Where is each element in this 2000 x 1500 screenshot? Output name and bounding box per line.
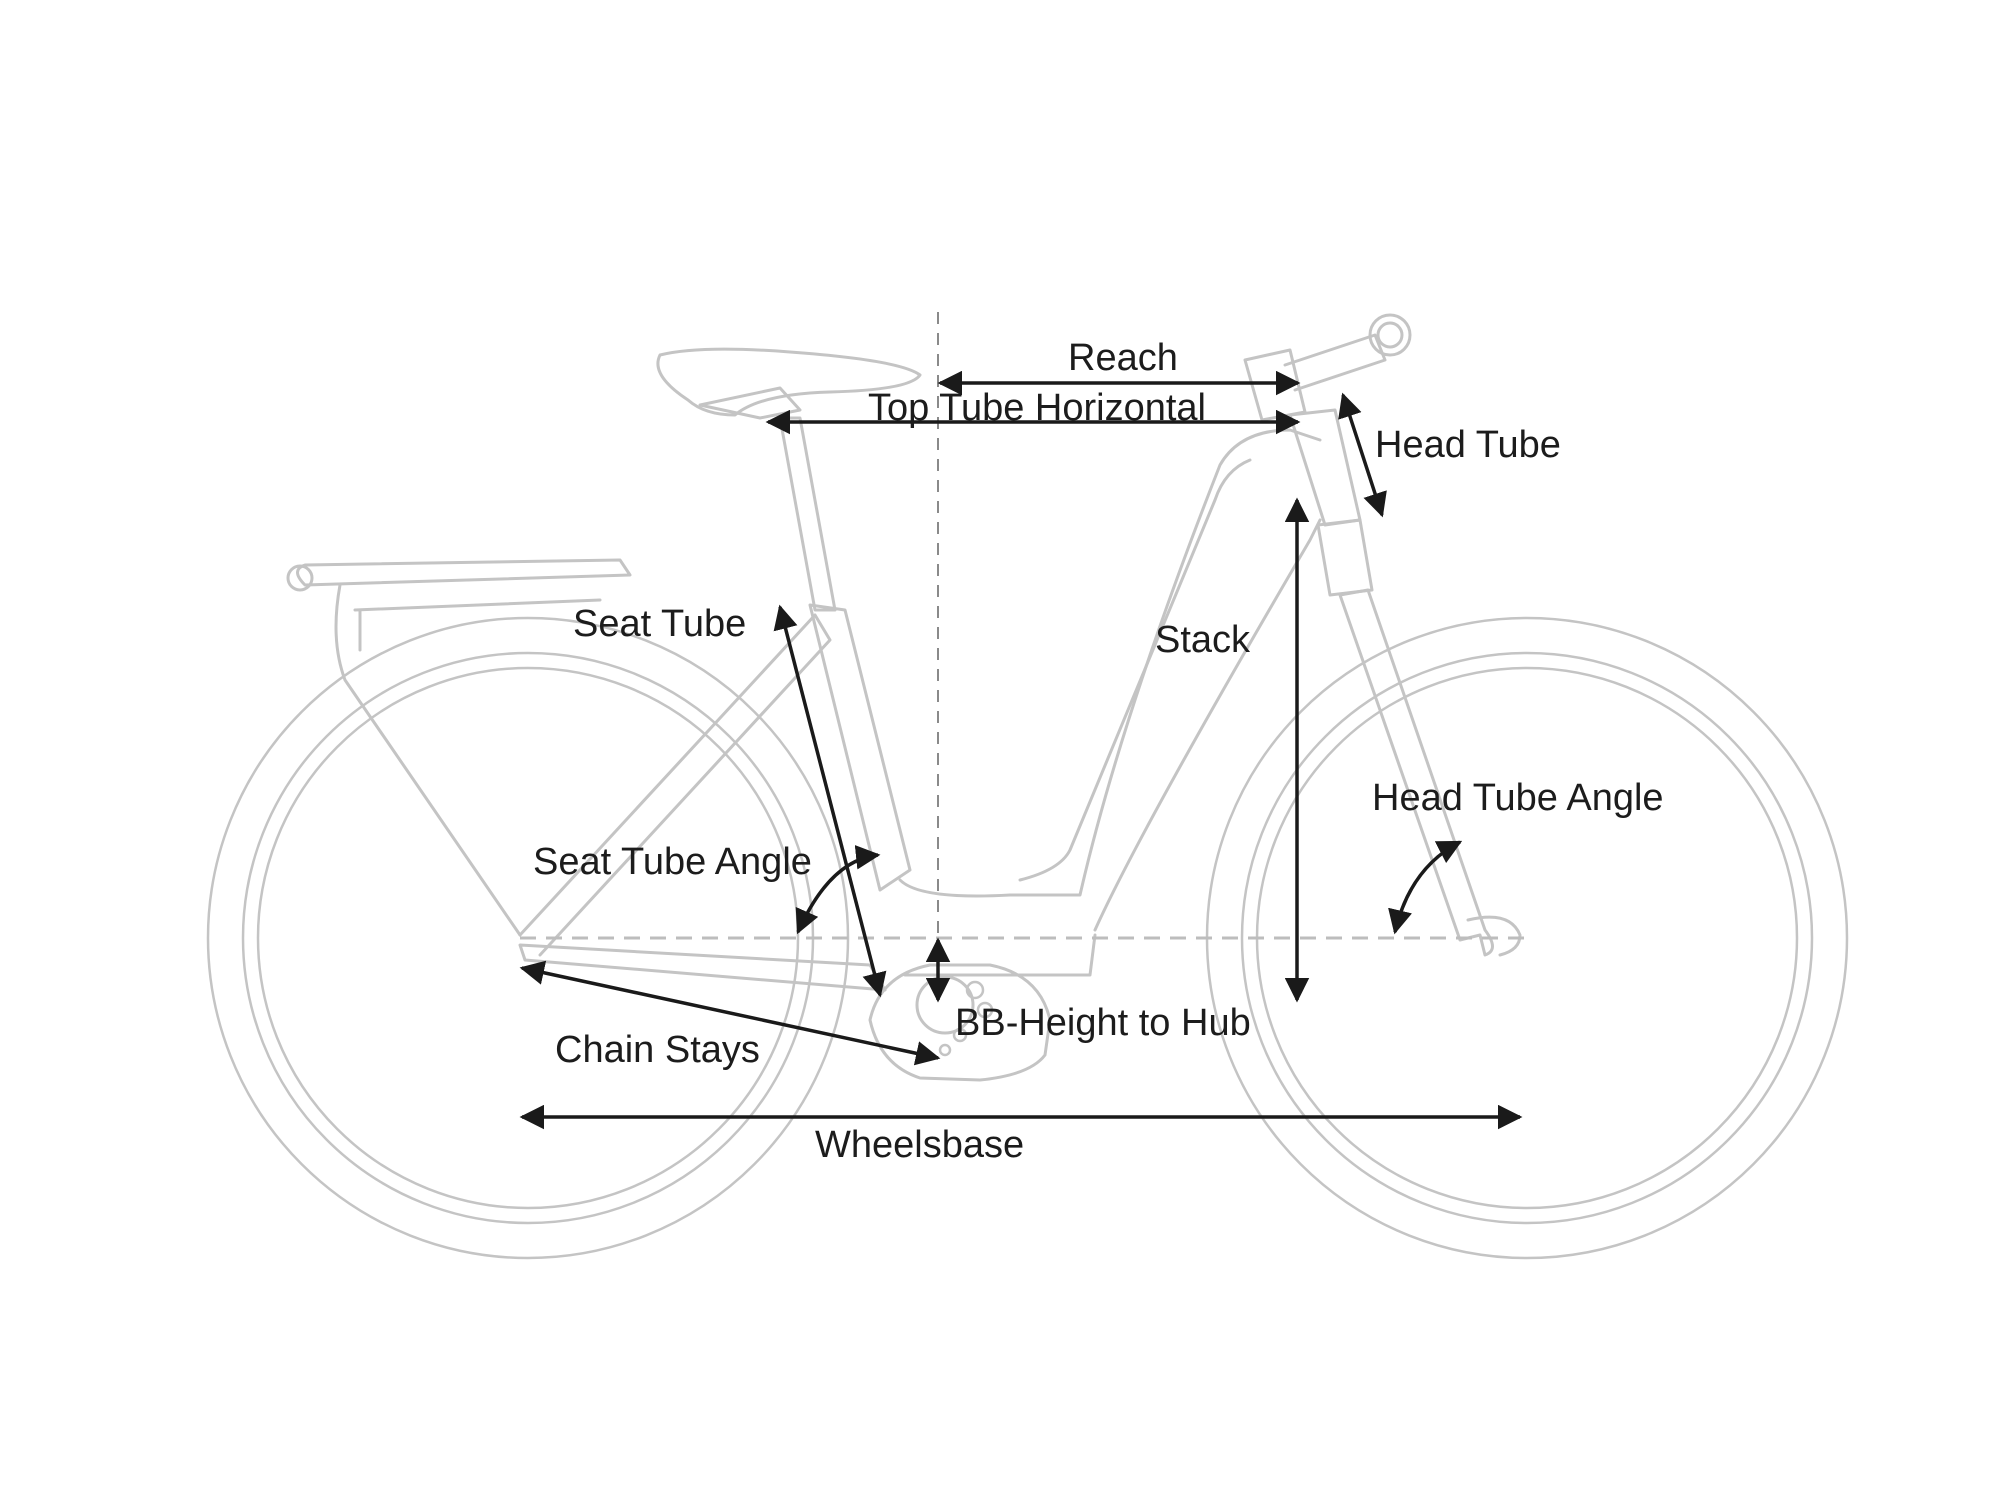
chain-stays-arrow	[519, 960, 941, 1066]
head-tube-label: Head Tube	[1375, 424, 1561, 466]
head-tube-angle-arrow	[1388, 840, 1463, 935]
dimension-labels: Reach Top Tube Horizontal Head Tube Seat…	[533, 337, 1664, 1166]
top-tube-horizontal-label: Top Tube Horizontal	[868, 387, 1206, 429]
stack-label: Stack	[1155, 619, 1251, 661]
bike-illustration	[206, 313, 1849, 1260]
seat-tube-angle-arrow	[795, 845, 881, 935]
head-tube-arrow	[1338, 392, 1387, 518]
chain-stays-label: Chain Stays	[555, 1029, 760, 1071]
seatpost	[778, 416, 837, 612]
handlebar	[1243, 313, 1412, 422]
wheelbase-label: Wheelsbase	[815, 1124, 1024, 1166]
frame	[518, 428, 1322, 1082]
head-tube-angle-label: Head Tube Angle	[1372, 777, 1664, 819]
reach-label: Reach	[1068, 337, 1178, 379]
seat-tube-label: Seat Tube	[573, 603, 746, 645]
seat-tube-angle-label: Seat Tube Angle	[533, 841, 812, 883]
fork	[1288, 408, 1522, 957]
rear-rack	[286, 558, 632, 937]
bb-height-to-hub-label: BB-Height to Hub	[955, 1002, 1251, 1044]
dimension-arrows	[519, 370, 1523, 1130]
